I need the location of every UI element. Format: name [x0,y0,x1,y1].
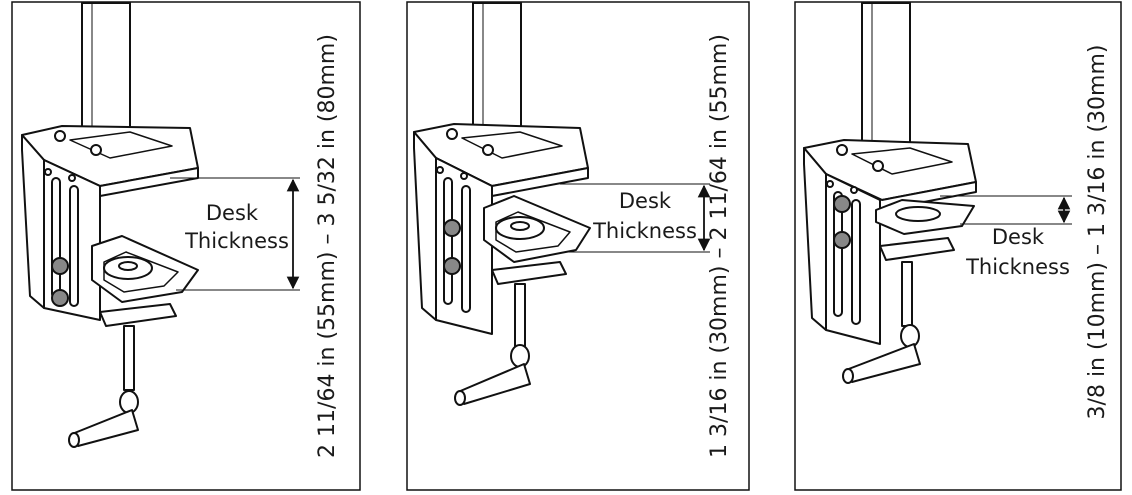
panel-3: Desk Thickness 3/8 in (10mm) – 1 3/16 in… [794,1,1122,491]
panel-2: Desk Thickness 1 3/16 in (30mm) – 2 11/6… [406,1,750,491]
panel-1: Desk Thickness 2 11/64 in (55mm) – 3 5/3… [11,1,361,491]
panel-3-label-thickness: Thickness [965,255,1070,279]
panel-1-label-desk: Desk [206,201,259,225]
panel-2-clamp-illustration [413,2,591,406]
panel-3-label-desk: Desk [992,225,1045,249]
panel-1-thickness-range: 2 11/64 in (55mm) – 3 5/32 in (80mm) [315,34,340,458]
panel-3-clamp-illustration [803,2,977,384]
panel-3-dimension [940,195,1072,225]
panel-2-label-thickness: Thickness [592,219,697,243]
panel-1-label-thickness: Thickness [184,229,289,253]
panel-1-clamp-illustration [21,2,199,448]
panel-1-dimension [170,177,300,291]
panel-2-label-desk: Desk [619,189,672,213]
panel-2-dimension [560,183,711,253]
panel-2-thickness-range: 1 3/16 in (30mm) – 2 11/64 in (55mm) [707,34,732,458]
panel-3-thickness-range: 3/8 in (10mm) – 1 3/16 in (30mm) [1085,45,1110,420]
